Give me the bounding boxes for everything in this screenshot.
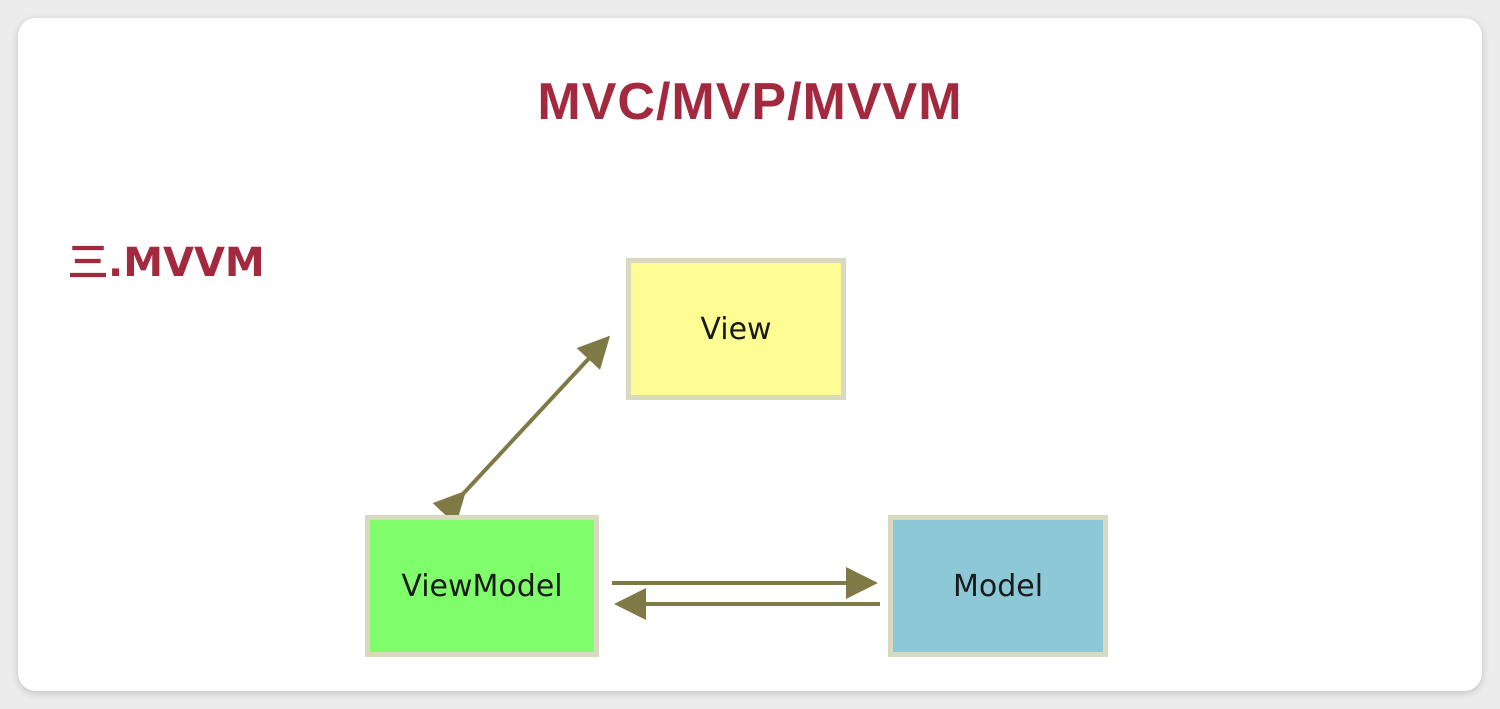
viewmodel-label: ViewModel <box>401 568 563 604</box>
model-box: Model <box>888 515 1108 657</box>
viewmodel-box: ViewModel <box>365 515 599 657</box>
slide-title: MVC/MVP/MVVM <box>537 73 963 131</box>
section-heading: 三.MVVM <box>68 240 265 286</box>
model-label: Model <box>952 568 1044 604</box>
view-box: View <box>626 258 846 400</box>
view-label: View <box>700 311 772 347</box>
